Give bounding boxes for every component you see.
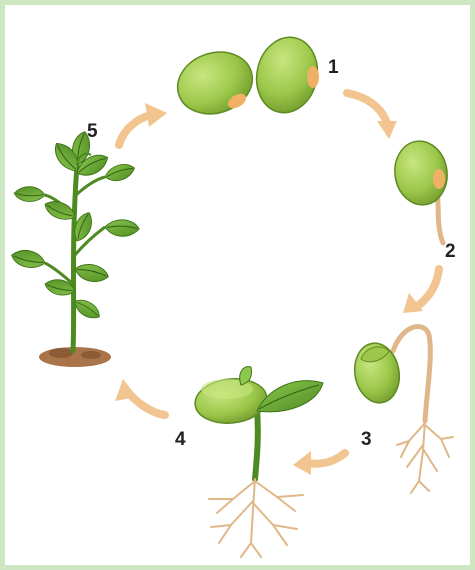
arrowhead xyxy=(293,451,311,475)
stage-label-2: 2 xyxy=(445,241,456,262)
seedling-icon xyxy=(350,327,453,493)
arrowhead xyxy=(377,121,397,139)
stage-2-germinating-seed xyxy=(391,138,451,243)
cycle-arrow-icon xyxy=(419,269,439,305)
cycle-arrow-icon xyxy=(347,93,387,123)
stage-5-mature-plant xyxy=(9,129,140,367)
stage-label-1: 1 xyxy=(328,57,339,78)
stage-label-5: 5 xyxy=(87,121,98,142)
bean-life-cycle-diagram: 1 2 xyxy=(5,5,470,565)
plant-icon xyxy=(9,129,140,367)
bean-seed-icon xyxy=(170,43,261,124)
stage-3-seedling-emerging xyxy=(350,327,453,493)
stage-1-seeds xyxy=(170,32,325,124)
cycle-arrow-icon xyxy=(119,115,151,145)
bean-seed-icon xyxy=(250,32,324,119)
cycle-arrow-icon xyxy=(307,453,345,464)
arrowhead xyxy=(145,103,167,127)
germinating-seed-icon xyxy=(391,138,451,243)
stage-label-4: 4 xyxy=(175,429,186,450)
stage-label-3: 3 xyxy=(361,429,372,450)
